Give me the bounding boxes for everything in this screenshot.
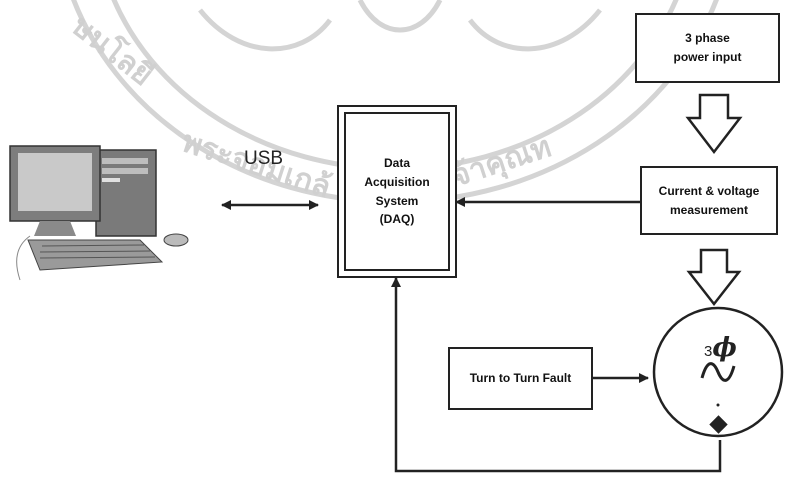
motor-terminal-diamond xyxy=(709,415,728,434)
daq-label: Data Acquisition System (DAQ) xyxy=(364,156,430,227)
fault-label: Turn to Turn Fault xyxy=(469,371,572,386)
hollow-down-arrow-icon xyxy=(686,248,742,307)
power-input-label: 3 phase power input xyxy=(673,31,742,64)
daq-box: Data Acquisition System (DAQ) xyxy=(344,112,450,271)
fault-box: Turn to Turn Fault xyxy=(448,347,593,410)
power-input-box: 3 phase power input xyxy=(635,13,780,83)
measurement-box: Current & voltage measurement xyxy=(640,166,778,235)
motor-symbol: 3ϕ xyxy=(704,333,737,363)
usb-label: USB xyxy=(244,148,283,170)
motor-feedback-line xyxy=(391,277,722,473)
motor-terminal-dot xyxy=(716,403,720,407)
sine-wave-icon xyxy=(700,362,736,382)
measurement-label: Current & voltage measurement xyxy=(658,183,760,217)
hollow-down-arrow-icon xyxy=(685,93,743,155)
usb-text: USB xyxy=(244,148,284,169)
motor-symbol-phi: ϕ xyxy=(712,333,737,363)
motor-symbol-number: 3 xyxy=(704,343,713,360)
desktop-computer-icon xyxy=(9,145,189,281)
